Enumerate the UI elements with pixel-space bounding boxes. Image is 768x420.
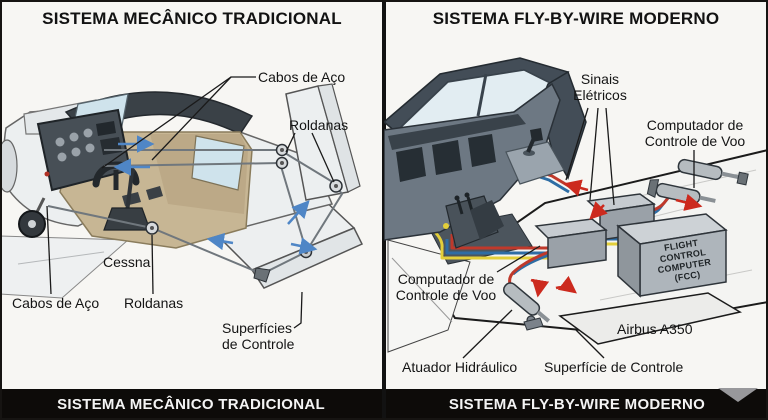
label-control-surface: Superfície de Controle [544,359,684,375]
fcc-box-label: FLIGHT CONTROL COMPUTER (FCC) [654,236,717,286]
arrow-left-icon [563,179,589,197]
label-pulleys-top: Roldanas [289,117,349,133]
label-flight-computer-left-line1: Computador de [397,271,495,287]
arrow-right-icon [555,275,577,294]
label-cessna: Cessna [103,254,151,270]
sidestick-console [505,141,565,185]
label-flight-computer-right-line1: Computador de [646,117,744,133]
label-flight-computer-right: Computador de Controle de Voo [640,117,750,149]
label-control-surfaces-line1: Superfícies [222,320,293,336]
sidestick [530,128,543,142]
label-steel-cables-top: Cabos de Aço [258,69,346,85]
label-control-surfaces-line2: de Controle [222,336,295,352]
label-airbus: Airbus A350 [617,321,693,337]
label-hydraulic-actuator: Atuador Hidráulico [402,359,518,375]
label-electrical-signals: Sinais Elétricos [558,71,642,103]
label-flight-computer-left: Computador de Controle de Voo [392,271,500,303]
arrow-right-icon [290,237,318,255]
label-steel-cables-bottom: Cabos de Aço [12,295,100,311]
fcc-text-line: (FCC) [674,269,701,283]
label-electrical-signals-line2: Elétricos [573,87,627,103]
arrow-down-left-icon [589,201,608,220]
cursor-triangle-icon [718,388,758,402]
fcc-box: FLIGHT CONTROL COMPUTER (FCC) [616,213,728,298]
arrow-down-icon [530,278,550,298]
cockpit-controls [36,108,163,231]
control-stick [125,171,134,213]
label-control-surfaces: Superfícies de Controle [222,320,294,352]
left-footer-banner: SISTEMA MECÂNICO TRADICIONAL [0,389,382,420]
label-pulleys-bottom: Roldanas [124,295,184,311]
airbus-cockpit [384,57,587,249]
arrow-right-icon [675,193,703,211]
label-flight-computer-right-line2: Controle de Voo [644,133,746,149]
wing-actuator [502,282,550,323]
signal-direction-arrows [530,179,703,298]
right-footer-banner: SISTEMA FLY-BY-WIRE MODERNO [386,389,768,420]
control-surface-flap [558,292,743,345]
right-panel-title: SISTEMA FLY-BY-WIRE MODERNO [432,9,720,28]
label-leader-lines [46,76,335,329]
arrow-left-icon [206,232,234,251]
label-electrical-signals-line1: Sinais [580,71,620,87]
mechanical-system-illustration [0,76,364,329]
arrow-up-right-icon [287,200,310,225]
label-leader-lines [462,107,695,359]
fly-by-wire-system-illustration: FLIGHT CONTROL COMPUTER (FCC) [384,57,768,359]
left-panel-title: SISTEMA MECÂNICO TRADICIONAL [42,9,342,28]
label-flight-computer-left-line2: Controle de Voo [395,287,497,303]
